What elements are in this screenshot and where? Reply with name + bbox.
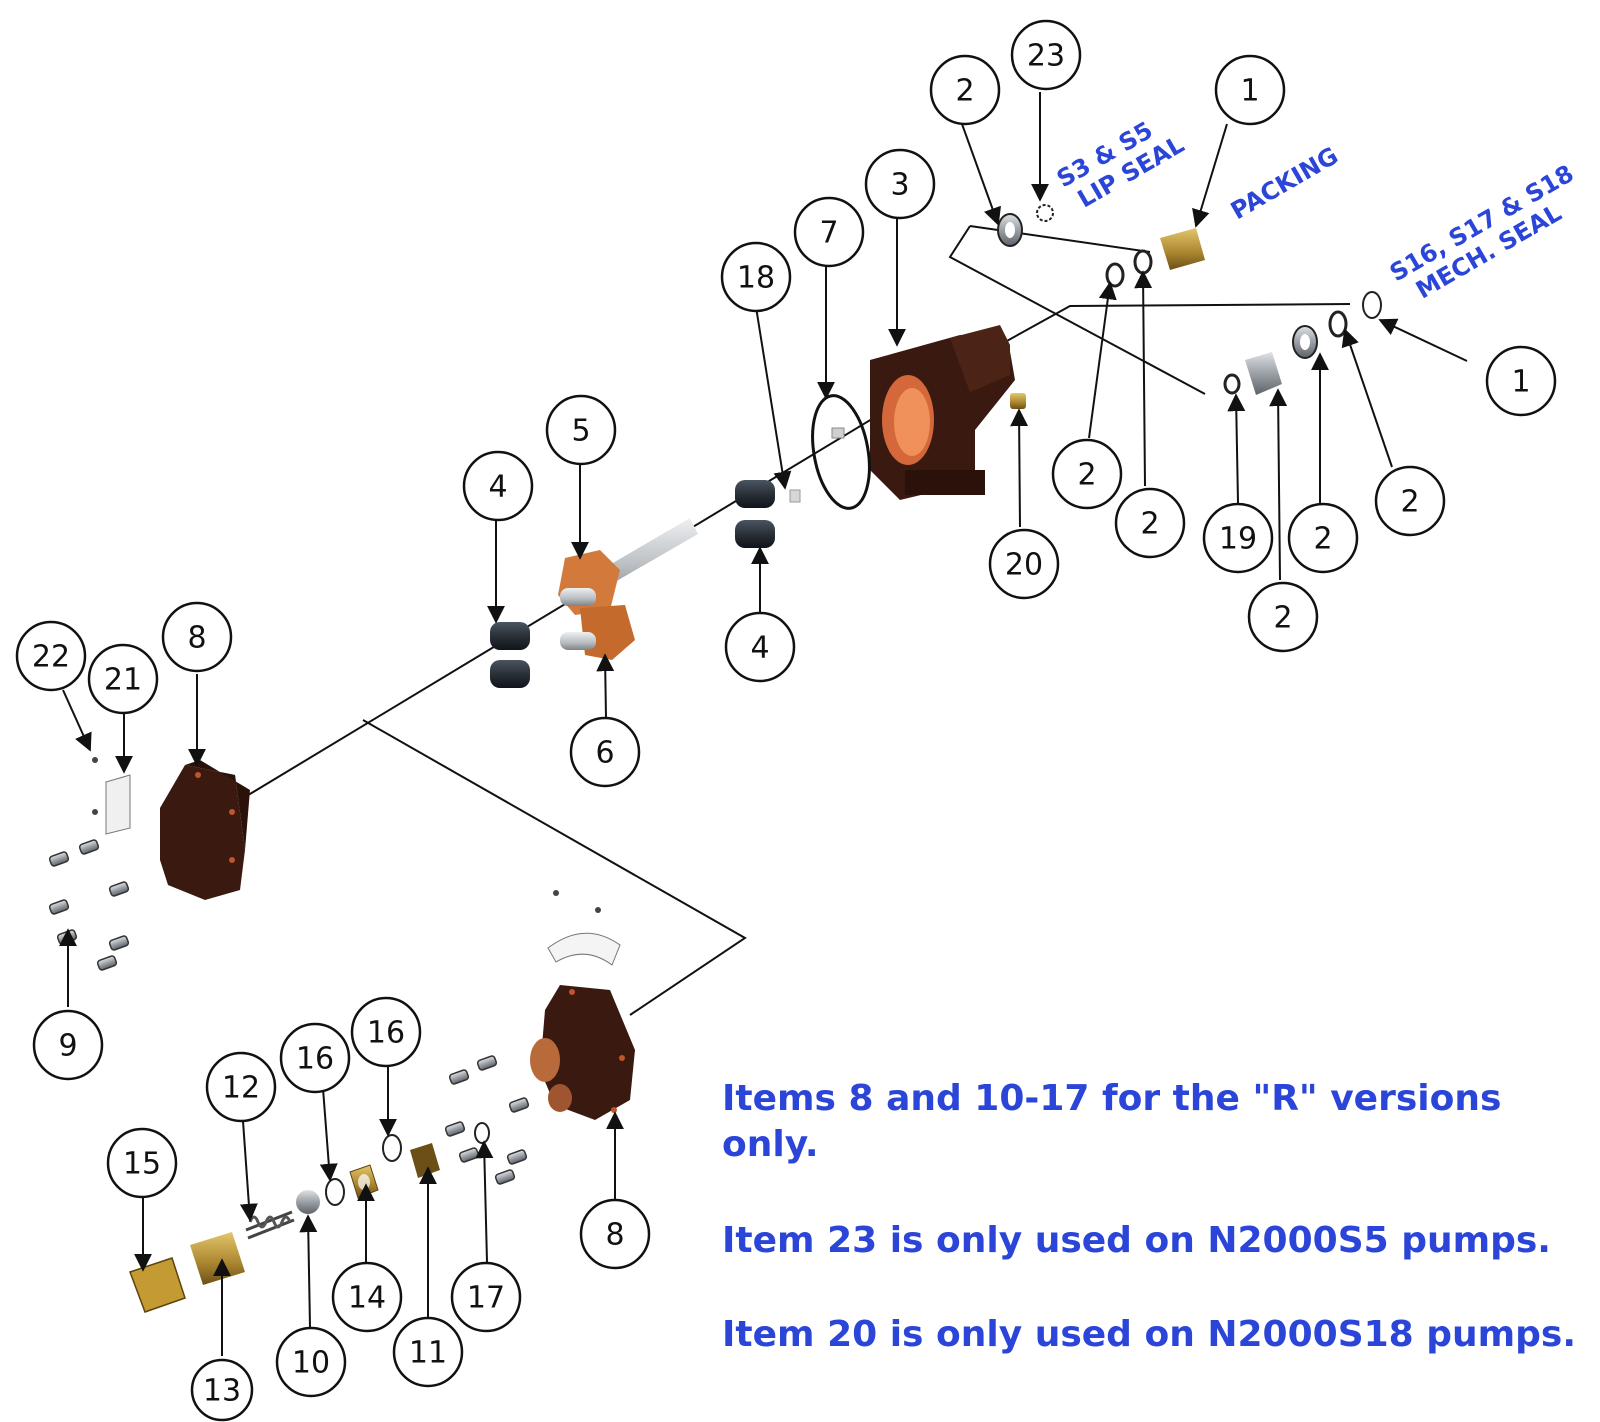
callout-number: 2 <box>1273 601 1292 636</box>
plug-item-20 <box>1010 393 1026 409</box>
callout-numbers: 2 23 1 3 7 18 1 5 4 2 2 19 2 2 20 4 2 8 … <box>32 39 1531 1409</box>
leader-7 <box>1378 318 1468 362</box>
callout-number: 14 <box>348 1281 386 1316</box>
callout-number: 2 <box>1140 507 1159 542</box>
callout-number: 5 <box>571 414 590 449</box>
callout-number: 6 <box>595 736 614 771</box>
leader-21 <box>596 653 615 719</box>
assembly-centerlines <box>239 225 1351 1016</box>
leader-12 <box>1227 393 1246 504</box>
callout-number: 2 <box>1077 458 1096 493</box>
callout-number: 3 <box>890 168 909 203</box>
mech-seal-label: S16, S17 & S18 MECH. SEAL <box>1385 159 1578 304</box>
lip-seal-hardware <box>997 204 1054 247</box>
packing-label-text: PACKING <box>1226 142 1343 226</box>
end-cover-upper <box>160 760 250 900</box>
leader-1 <box>961 123 1001 226</box>
end-cover-lower <box>530 985 635 1120</box>
pump-body <box>870 325 1015 500</box>
leader-3 <box>1192 123 1228 228</box>
cover-screws-lower <box>444 1055 530 1185</box>
rivet-item-22b <box>92 809 98 815</box>
note-r-versions: Items 8 and 10-17 for the "R" versions o… <box>722 1078 1502 1165</box>
leader-30 <box>299 1214 318 1328</box>
valve-cover-plate <box>547 890 621 966</box>
callout-number: 10 <box>292 1346 330 1381</box>
bushing-pair-left <box>490 622 530 688</box>
leader-17 <box>1269 388 1288 581</box>
callout-number: 1 <box>1511 365 1530 400</box>
callout-number: 23 <box>1027 39 1065 74</box>
leader-10 <box>1088 281 1117 439</box>
callout-leaders <box>59 92 1468 1356</box>
callout-balloons <box>15 19 1557 1422</box>
leader-25 <box>239 1120 258 1222</box>
cover-screws-upper <box>48 839 130 971</box>
callout-number: 4 <box>750 631 769 666</box>
leader-15 <box>1010 408 1029 528</box>
callout-number: 18 <box>737 261 775 296</box>
bushing-pair-right <box>735 480 775 548</box>
callout-number: 9 <box>58 1029 77 1064</box>
callout-number: 2 <box>1313 522 1332 557</box>
callout-number: 8 <box>187 621 206 656</box>
packing-label: PACKING <box>1226 142 1343 226</box>
callout-number: 15 <box>123 1147 161 1182</box>
callout-number: 17 <box>467 1281 505 1316</box>
lip-seal-label: S3 & S5 LIP SEAL <box>1052 116 1189 213</box>
callout-number: 4 <box>488 470 507 505</box>
leader-28 <box>475 1140 494 1263</box>
callout-number: 21 <box>104 663 142 698</box>
callout-number: 1 <box>1240 74 1259 109</box>
leader-14 <box>1341 328 1393 468</box>
note-item-20: Item 20 is only used on N2000S18 pumps. <box>722 1314 1577 1355</box>
callout-number: 16 <box>296 1042 334 1077</box>
callout-number: 20 <box>1005 548 1043 583</box>
leader-19 <box>62 689 92 752</box>
rotor-gear-shaft <box>558 518 698 615</box>
callout-number: 7 <box>819 216 838 251</box>
mech-seal-hardware <box>1223 291 1382 395</box>
rivet-item-22 <box>92 757 98 763</box>
callout-number: 8 <box>605 1218 624 1253</box>
pin-item-18 <box>789 489 801 503</box>
o-ring-dowel <box>831 427 845 439</box>
nameplate-item-21 <box>105 774 131 835</box>
callout-number: 11 <box>409 1336 447 1371</box>
leader-11 <box>1134 270 1153 487</box>
callout-number: 19 <box>1219 522 1257 557</box>
callout-number: 16 <box>367 1016 405 1051</box>
packing-hardware <box>1105 228 1205 288</box>
callout-number: 12 <box>222 1071 260 1106</box>
callout-number: 13 <box>203 1374 241 1409</box>
callout-number: 2 <box>955 74 974 109</box>
leader-6 <box>755 306 792 490</box>
callout-number: 22 <box>32 640 70 675</box>
idler-gear <box>560 605 635 660</box>
callout-number: 2 <box>1400 485 1419 520</box>
note-item-23: Item 23 is only used on N2000S5 pumps. <box>722 1220 1551 1261</box>
